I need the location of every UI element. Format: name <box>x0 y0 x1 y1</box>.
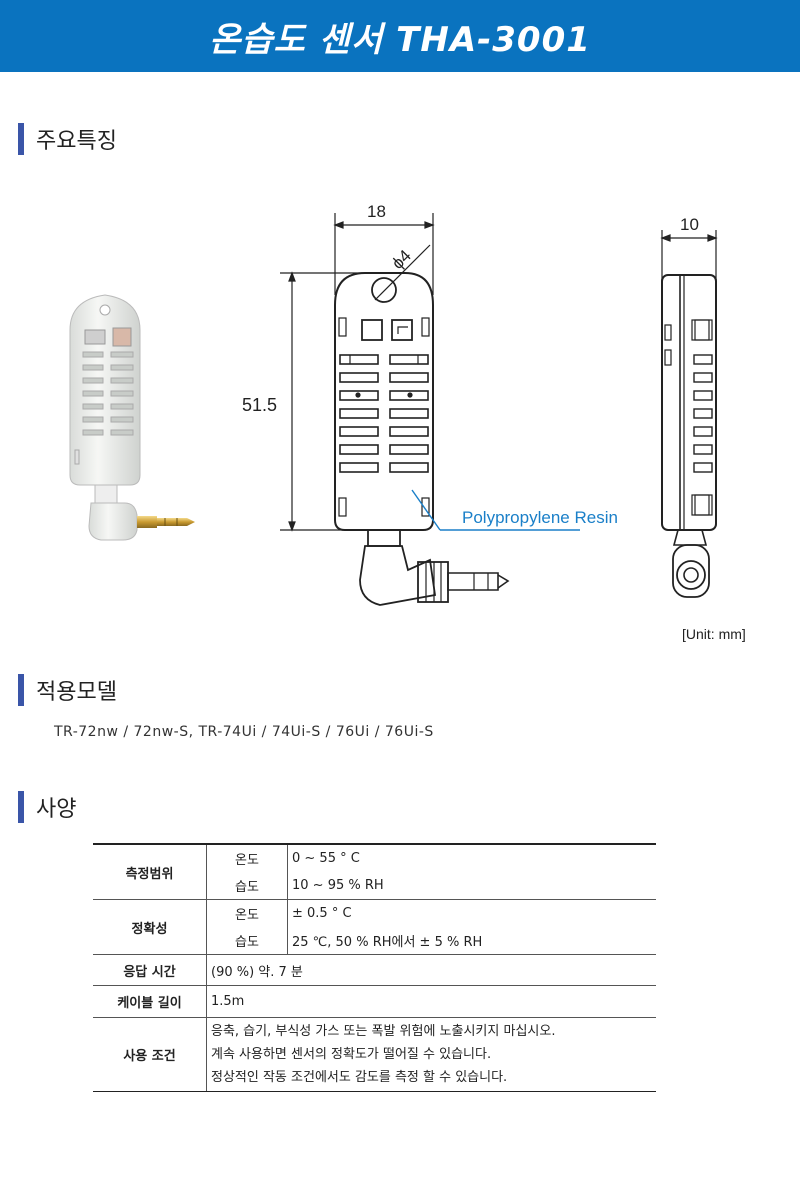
response-label: 응답 시간 <box>93 954 207 986</box>
usage-label: 사용 조건 <box>93 1017 207 1092</box>
section-title-models: 적용모델 <box>36 680 117 705</box>
section-bar <box>18 123 24 155</box>
range-temp-value: 0 ~ 55 ° C <box>287 843 656 872</box>
width-dimension: 18 <box>367 202 386 221</box>
acc-temp-label: 온도 <box>206 899 288 927</box>
usage-line-3: 정상적인 작동 조건에서도 감도를 측정 할 수 있습니다. <box>211 1070 508 1085</box>
section-title-features: 주요특징 <box>36 129 117 154</box>
height-dimension: 51.5 <box>242 395 277 415</box>
table-row: 습도 10 ~ 95 % RH <box>93 872 656 900</box>
section-bar <box>18 791 24 823</box>
section-features: 주요특징 <box>18 123 117 155</box>
usage-value: 응축, 습기, 부식성 가스 또는 폭발 위험에 노출시키지 마십시오. 계속 … <box>206 1017 656 1092</box>
accuracy-label: 정확성 <box>93 899 207 955</box>
usage-line-2: 계속 사용하면 센서의 정확도가 떨어질 수 있습니다. <box>211 1047 492 1062</box>
side-dimension: 10 <box>680 215 699 234</box>
section-spec: 사양 <box>18 791 76 823</box>
section-bar <box>18 674 24 706</box>
acc-temp-value: ± 0.5 ° C <box>292 906 352 921</box>
response-value: (90 %) 약. 7 분 <box>206 954 656 986</box>
table-row: 측정범위 온도 0 ~ 55 ° C <box>93 843 656 900</box>
side-drawing: 10 <box>660 215 718 598</box>
product-photo <box>69 294 195 541</box>
range-hum-label: 습도 <box>206 872 288 900</box>
acc-hum-value: 25 ℃, 50 % RH에서 ± 5 % RH <box>287 927 656 955</box>
hole-dimension: ϕ4 <box>388 246 415 273</box>
material-label: Polypropylene Resin <box>462 508 618 527</box>
page-title: 온습도 센서 THA-3001 <box>209 19 591 60</box>
front-drawing: 18 ϕ4 51.5 Polypropylene Resin <box>242 202 618 606</box>
unit-label: [Unit: mm] <box>682 626 746 642</box>
range-hum-value: 10 ~ 95 % RH <box>287 872 656 900</box>
table-row: 케이블 길이 1.5m <box>93 985 656 1018</box>
usage-line-1: 응축, 습기, 부식성 가스 또는 폭발 위험에 노출시키지 마십시오. <box>211 1024 556 1039</box>
spec-table: 측정범위 온도 0 ~ 55 ° C 습도 10 ~ 95 % RH 정확성 온… <box>93 843 656 1092</box>
acc-hum-label: 습도 <box>206 927 288 955</box>
table-row: 응답 시간 (90 %) 약. 7 분 <box>93 954 656 986</box>
table-row: 정확성 온도 ± 0.5 ° C <box>93 899 656 955</box>
range-label: 측정범위 <box>93 843 207 900</box>
section-title-spec: 사양 <box>36 797 77 822</box>
cable-label: 케이블 길이 <box>93 985 207 1018</box>
table-row: 습도 25 ℃, 50 % RH에서 ± 5 % RH <box>93 927 656 955</box>
table-row: 사용 조건 응축, 습기, 부식성 가스 또는 폭발 위험에 노출시키지 마십시… <box>93 1017 656 1092</box>
cable-value: 1.5m <box>206 985 656 1018</box>
range-temp-label: 온도 <box>206 843 288 872</box>
title-banner: 온습도 센서 THA-3001 <box>0 0 800 72</box>
models-list: TR-72nw / 72nw-S, TR-74Ui / 74Ui-S / 76U… <box>54 724 434 740</box>
section-models: 적용모델 <box>18 674 117 706</box>
